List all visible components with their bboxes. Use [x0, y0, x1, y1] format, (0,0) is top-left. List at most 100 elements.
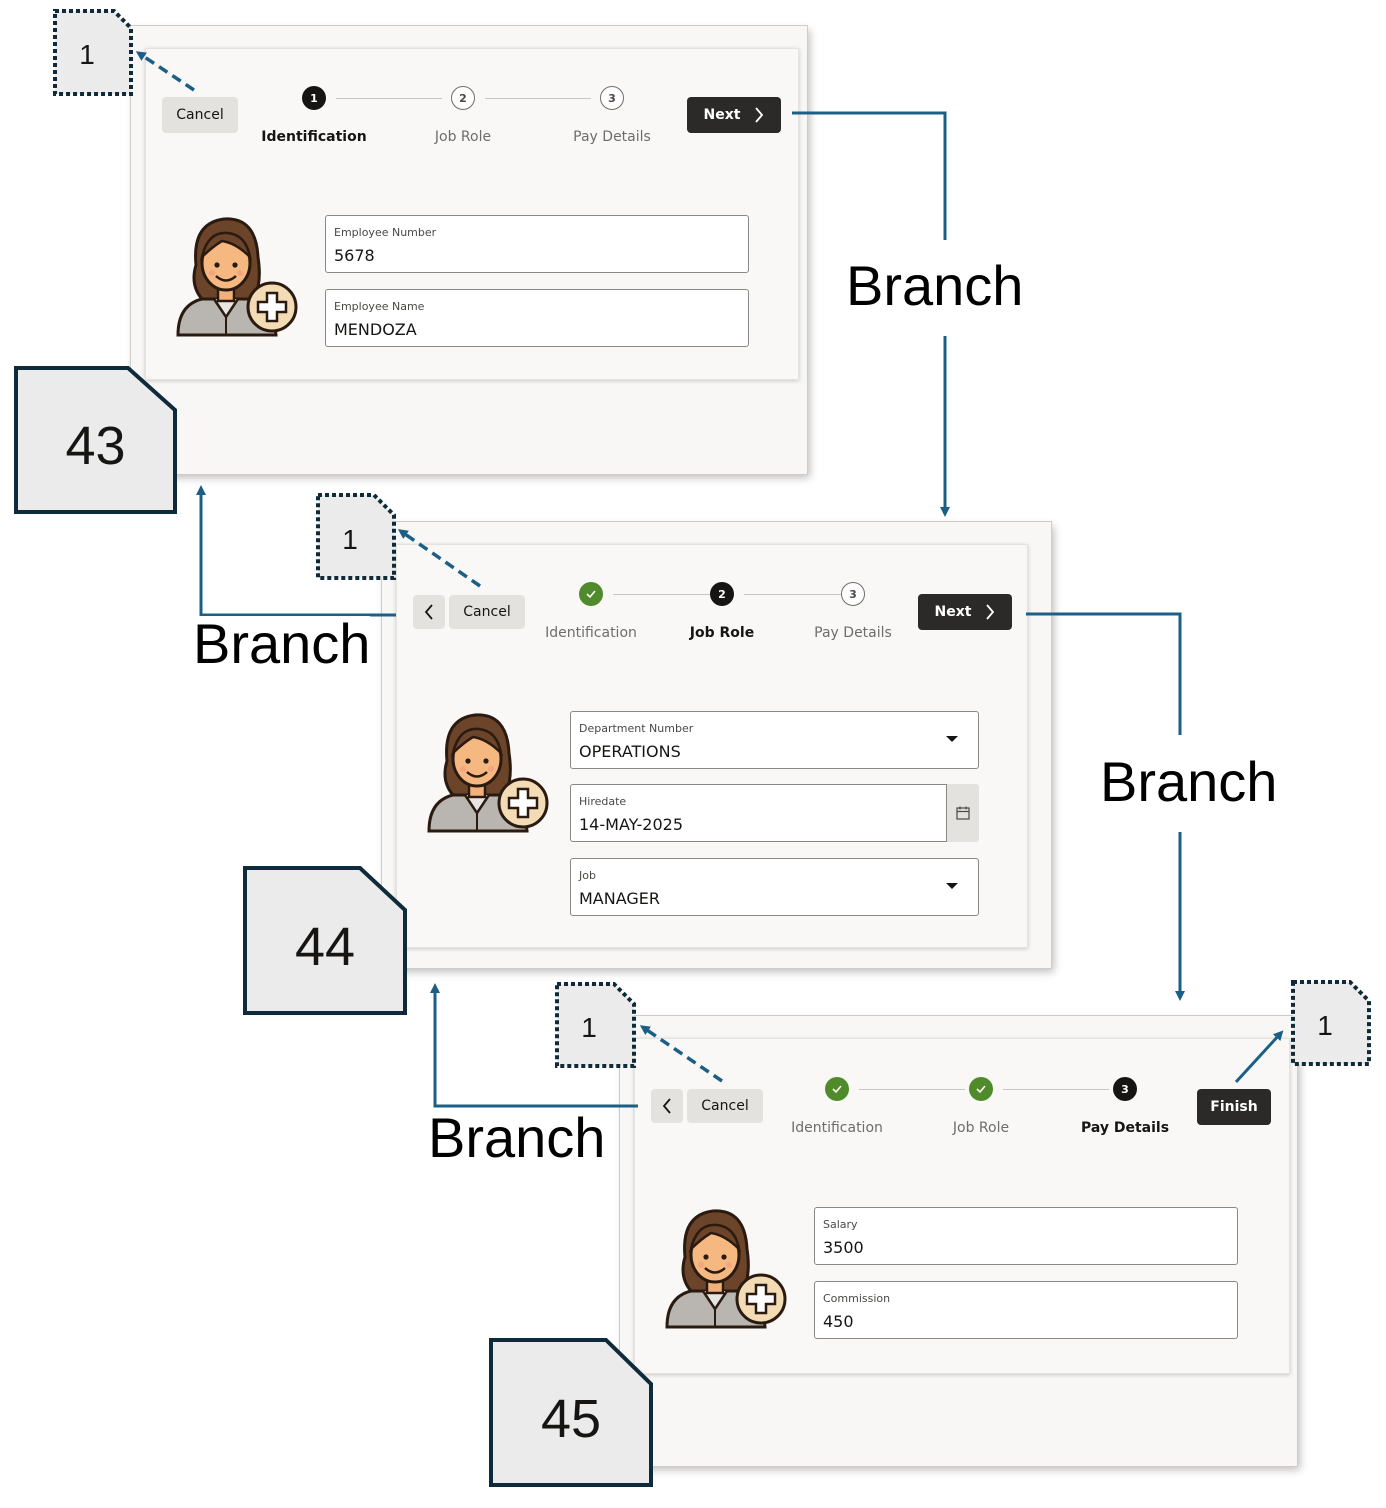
branch-label: Branch [1100, 750, 1278, 813]
cancel-button[interactable]: Cancel [449, 595, 525, 629]
branch-label: Branch [428, 1106, 606, 1169]
step-3-indicator: 3 [1113, 1077, 1137, 1101]
step-1-label: Identification [261, 129, 367, 145]
field-label: Department Number [579, 722, 694, 735]
step-3-indicator: 3 [600, 86, 624, 110]
callout-1-label: 1 [1317, 1010, 1333, 1041]
chevron-right-icon [755, 107, 764, 123]
cancel-arrow [135, 51, 195, 92]
field-value: MENDOZA [334, 320, 417, 339]
step-3-label: Pay Details [814, 625, 892, 641]
field-value: 450 [823, 1312, 854, 1331]
step-connector [744, 594, 842, 595]
calendar-icon [956, 806, 970, 820]
field-label: Employee Number [334, 226, 437, 239]
step-3-indicator: 3 [841, 582, 865, 606]
page-number-43: 43 [65, 416, 126, 476]
callout-1-label: 1 [79, 39, 95, 70]
next-button[interactable]: Next [687, 97, 781, 133]
date-picker-button[interactable] [947, 784, 979, 842]
finish-arrow [1234, 1030, 1284, 1084]
step-2-label: Job Role [689, 625, 755, 641]
step-3-label: Pay Details [1080, 1120, 1170, 1136]
cancel-arrow [639, 1025, 723, 1083]
field-label: Commission [823, 1292, 891, 1305]
commission-field[interactable]: Commission 450 [814, 1281, 1238, 1339]
branch-arrow-44-to-45 [1026, 612, 1182, 735]
cancel-arrow [397, 529, 481, 588]
page-badge [14, 366, 177, 514]
branch-arrow-45-to-44 [430, 983, 638, 1108]
cancel-button[interactable]: Cancel [162, 97, 238, 133]
step-1-indicator [825, 1077, 849, 1101]
branch-arrow-44-to-43 [196, 485, 396, 617]
chevron-left-icon [662, 1098, 671, 1114]
employee-name-field[interactable]: Employee Name MENDOZA [325, 289, 749, 347]
caret-down-icon[interactable] [946, 883, 958, 889]
step-1-indicator [579, 582, 603, 606]
wizard-card-44: Cancel 2 3 Identification Job Role Pay D… [396, 544, 1028, 948]
step-connector [336, 98, 442, 99]
add-person-icon [665, 1209, 787, 1329]
step-1-indicator: 1 [302, 86, 326, 110]
back-button[interactable] [413, 595, 445, 629]
step-2-label: Job Role [952, 1120, 1010, 1136]
field-value: 3500 [823, 1238, 864, 1257]
step-1-label: Identification [791, 1120, 883, 1136]
wizard-screen-44: Cancel 2 3 Identification Job Role Pay D… [382, 522, 1051, 968]
step-2-indicator [969, 1077, 993, 1101]
back-button[interactable] [651, 1089, 683, 1123]
avatar [425, 709, 553, 839]
hiredate-field[interactable]: Hiredate 14-MAY-2025 [570, 784, 947, 842]
salary-field[interactable]: Salary 3500 [814, 1207, 1238, 1265]
callout-box [53, 9, 133, 96]
field-value: OPERATIONS [579, 742, 681, 761]
step-connector [1003, 1089, 1109, 1090]
step-3-label: Pay Details [573, 129, 651, 145]
step-connector [613, 594, 711, 595]
branch-arrow-43-to-44 [792, 111, 947, 240]
step-2-indicator: 2 [451, 86, 475, 110]
field-value: 14-MAY-2025 [579, 815, 684, 834]
chevron-right-icon [986, 604, 995, 620]
field-label: Job [579, 869, 596, 882]
caret-down-icon[interactable] [946, 736, 958, 742]
job-select[interactable]: Job MANAGER [570, 858, 979, 916]
step-connector [859, 1089, 965, 1090]
avatar [663, 1205, 791, 1335]
step-2-label: Job Role [434, 129, 492, 145]
page-badge [243, 866, 407, 1015]
field-value: MANAGER [579, 889, 661, 908]
callout-box [316, 493, 396, 580]
branch-label: Branch [846, 254, 1024, 317]
wizard-screen-45: Cancel 3 Identification Job Role Pay Det… [620, 1016, 1297, 1466]
next-label: Next [934, 604, 972, 620]
page-number-44: 44 [294, 916, 356, 977]
add-person-icon [176, 217, 298, 337]
avatar [174, 213, 302, 343]
callout-1-label: 1 [342, 524, 358, 555]
wizard-card-45: Cancel 3 Identification Job Role Pay Det… [634, 1038, 1290, 1374]
checkmark-icon [586, 590, 596, 599]
callout-1-label: 1 [581, 1012, 597, 1043]
finish-button[interactable]: Finish [1197, 1089, 1271, 1125]
checkmark-icon [832, 1085, 842, 1094]
field-label: Employee Name [334, 300, 425, 313]
employee-number-field[interactable]: Employee Number 5678 [325, 215, 749, 273]
add-person-icon [427, 713, 549, 833]
branch-label: Branch [193, 612, 371, 675]
wizard-screen-43: Cancel 1 2 3 Identification Job Role Pay… [131, 26, 807, 474]
next-button[interactable]: Next [918, 594, 1012, 630]
page-number-45: 45 [540, 1388, 602, 1449]
page-badge [489, 1338, 653, 1487]
next-label: Next [703, 107, 741, 123]
step-2-indicator: 2 [710, 582, 734, 606]
checkmark-icon [976, 1085, 986, 1094]
cancel-button[interactable]: Cancel [687, 1089, 763, 1123]
callout-box [1291, 980, 1371, 1066]
callout-box [555, 982, 636, 1068]
field-value: 5678 [334, 246, 375, 265]
field-label: Salary [823, 1218, 858, 1231]
department-number-select[interactable]: Department Number OPERATIONS [570, 711, 979, 769]
